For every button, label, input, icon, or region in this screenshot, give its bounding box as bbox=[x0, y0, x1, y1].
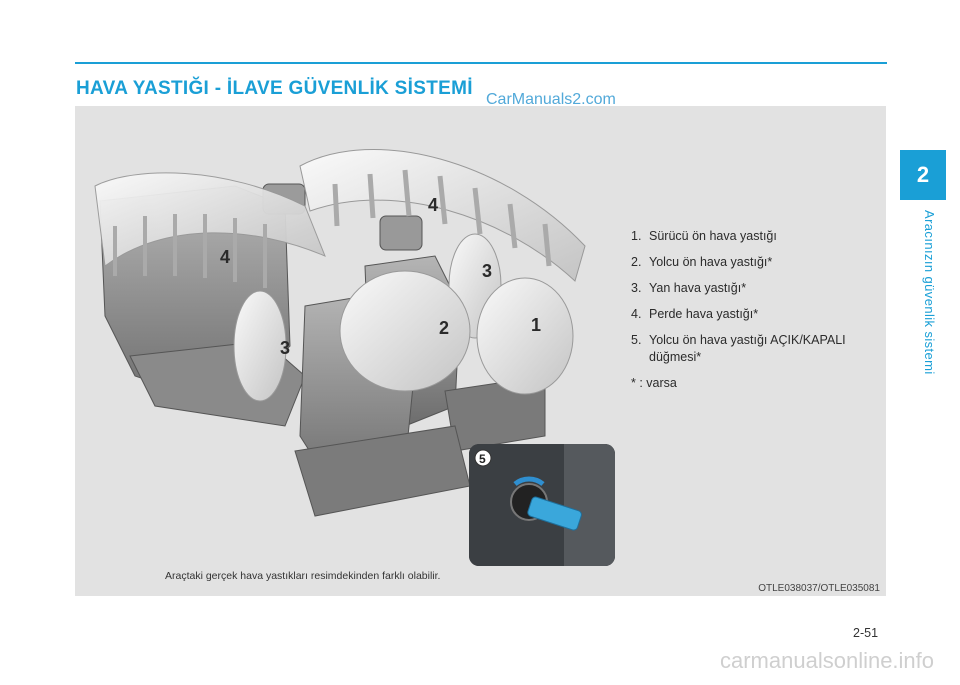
watermark-top: CarManuals2.com bbox=[486, 91, 616, 108]
front-airbag-passenger bbox=[339, 270, 471, 392]
front-airbag-driver bbox=[476, 277, 574, 395]
airbag-illustration: 1 2 3 3 4 4 bbox=[94, 149, 586, 517]
callout-4-right: 4 bbox=[428, 195, 438, 215]
figure-panel: 1 2 3 3 4 4 1.Sürücü ön hava yastığı 2.Y… bbox=[75, 106, 886, 596]
legend-item: 3.Yan hava yastığı* bbox=[631, 281, 747, 295]
callout-3-right: 3 bbox=[482, 261, 492, 281]
header-rule bbox=[75, 62, 887, 64]
legend-item: 5.Yolcu ön hava yastığı AÇIK/KAPALI düğm… bbox=[631, 333, 846, 364]
legend-item: 4.Perde hava yastığı* bbox=[631, 307, 759, 321]
curtain-airbag-rear bbox=[94, 172, 326, 288]
legend-item: 2.Yolcu ön hava yastığı* bbox=[631, 255, 773, 269]
callout-2: 2 bbox=[439, 318, 449, 338]
callout-3-left: 3 bbox=[280, 338, 290, 358]
figure-caption: Araçtaki gerçek hava yastıkları resimdek… bbox=[165, 570, 441, 582]
legend-item: 1.Sürücü ön hava yastığı bbox=[631, 229, 777, 243]
callout-5-badge bbox=[474, 449, 492, 467]
airbag-legend: 1.Sürücü ön hava yastığı 2.Yolcu ön hava… bbox=[631, 228, 879, 401]
page-title: HAVA YASTIĞI - İLAVE GÜVENLİK SİSTEMİ bbox=[76, 78, 473, 99]
callout-4-left: 4 bbox=[220, 247, 230, 267]
chapter-tab: 2 bbox=[900, 150, 946, 200]
callout-1: 1 bbox=[531, 315, 541, 335]
chapter-title: Aracınızın güvenlik sistemi bbox=[922, 210, 937, 375]
page-number: 2-51 bbox=[853, 626, 879, 640]
callout-5: 5 bbox=[479, 452, 486, 466]
legend-note: * : varsa bbox=[631, 376, 677, 390]
figure-code: OTLE038037/OTLE035081 bbox=[758, 583, 880, 594]
on-off-switch-illustration: 5 bbox=[469, 444, 615, 566]
switch-inset: 5 bbox=[469, 444, 615, 566]
watermark-bottom: carmanualsonline.info bbox=[720, 648, 935, 673]
side-airbag-passenger bbox=[233, 290, 287, 402]
curtain-airbag-front bbox=[299, 149, 586, 282]
